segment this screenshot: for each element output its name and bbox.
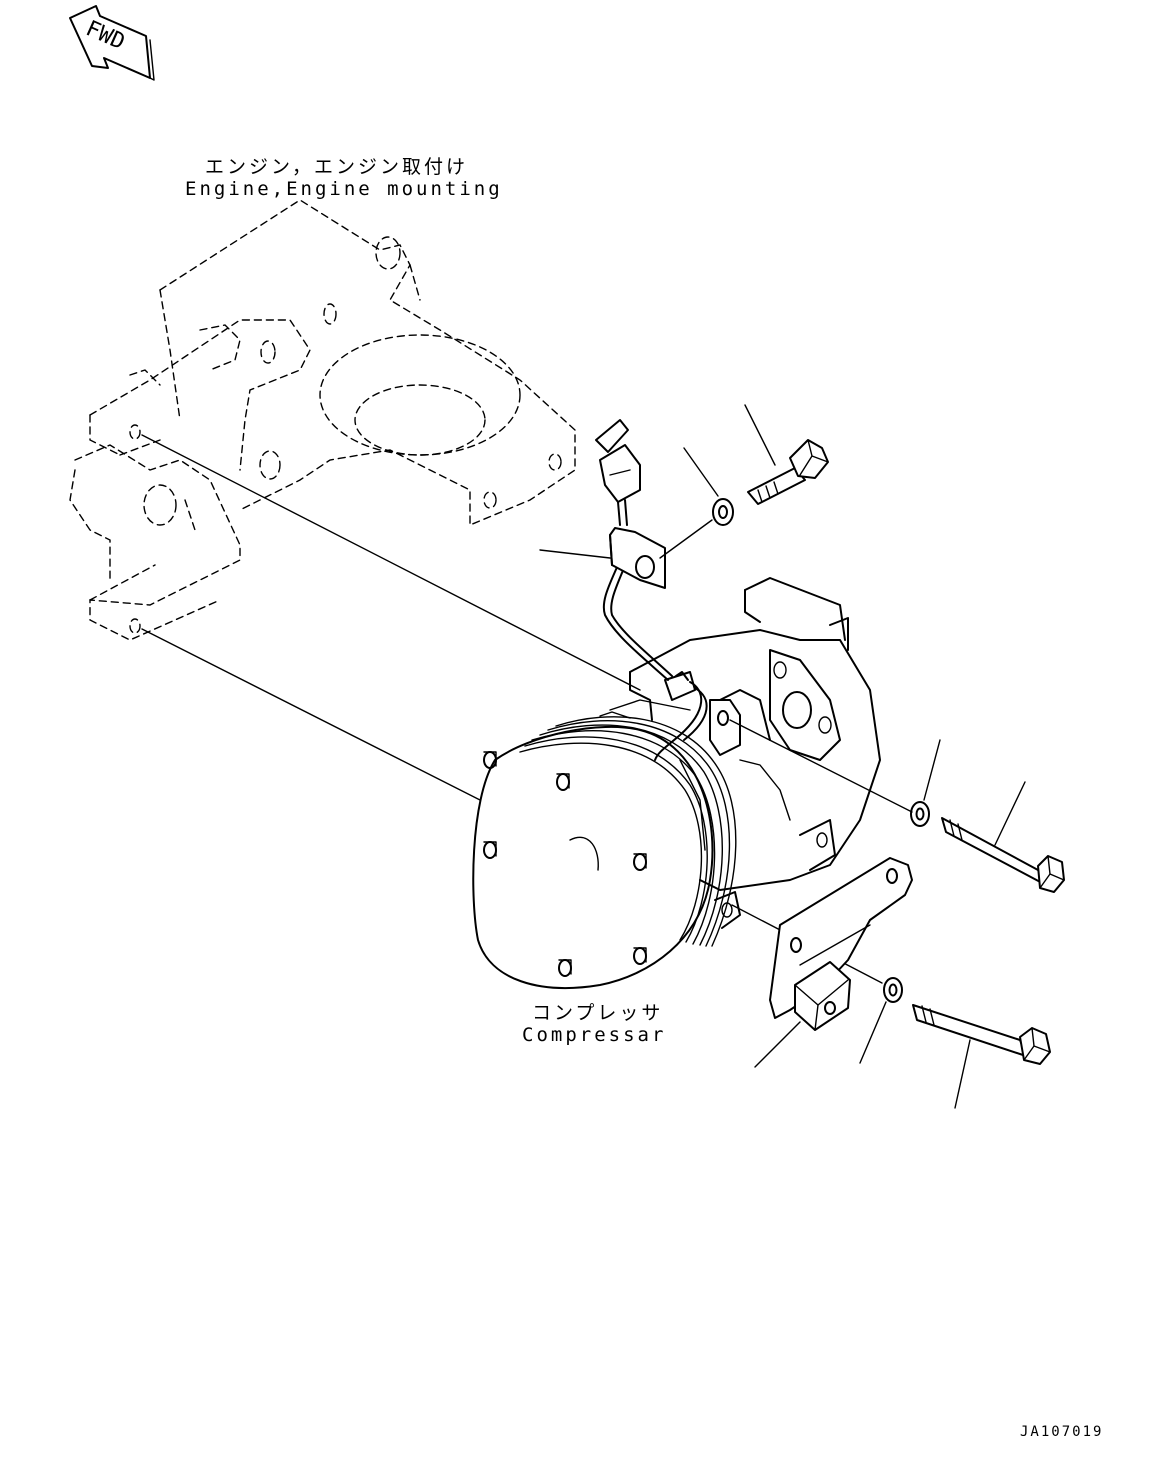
compressor-label-en: Compressar <box>522 1024 667 1046</box>
engine-mounting-bracket <box>69 199 576 641</box>
wire-harness <box>595 419 673 681</box>
compressor-bracket <box>754 857 913 1068</box>
washer-bottom <box>859 977 903 1064</box>
clip <box>609 527 666 589</box>
leader-line-clip <box>539 549 611 559</box>
fwd-arrow-icon: FWD <box>69 5 155 81</box>
alignment-lines <box>141 434 913 984</box>
drawing-number: JA107019 <box>1020 1424 1104 1440</box>
bolt-bottom <box>912 1004 1051 1109</box>
fwd-label: FWD <box>82 16 128 55</box>
engine-label-en: Engine,Engine mounting <box>185 178 503 200</box>
washer-top <box>659 447 734 559</box>
bolt-top <box>744 404 829 505</box>
compressor <box>472 577 881 989</box>
compressor-label-jp: コンプレッサ <box>532 1002 664 1024</box>
bolt-middle <box>941 781 1065 893</box>
washer-middle <box>910 739 941 827</box>
engine-label-jp: エンジン，エンジン取付け <box>205 156 469 178</box>
